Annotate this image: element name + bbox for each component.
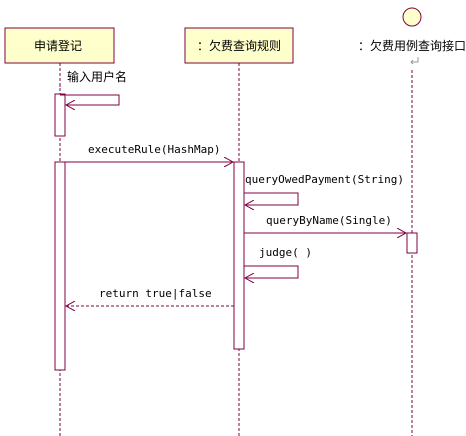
message-label-judge: judge( ): [259, 246, 312, 259]
lifeline-box-apply[interactable]: [4, 27, 115, 64]
activation-apply-2: [54, 161, 66, 371]
message-label-input-username: 输入用户名: [67, 69, 127, 84]
message-label-query-owed-payment: queryOwedPayment(String): [245, 173, 404, 186]
activation-iface: [406, 232, 418, 254]
interface-circle-icon[interactable]: [402, 7, 422, 27]
activation-rule: [233, 161, 245, 350]
lifeline-label-iface: ：欠费用例查询接口: [358, 38, 466, 53]
message-label-query-by-name: queryByName(Single): [266, 214, 392, 227]
message-label-execute-rule: executeRule(HashMap): [88, 143, 220, 156]
lifeline-label-apply: 申请登记: [34, 38, 82, 53]
message-arrow-input-username[interactable]: [60, 85, 120, 105]
lifeline-label-rule: ：欠费查询规则: [197, 38, 281, 53]
lifeline-box-rule[interactable]: [184, 27, 294, 64]
message-arrow-query-owed-payment[interactable]: [244, 192, 299, 205]
message-arrow-judge[interactable]: [244, 265, 299, 278]
message-label-return-result: return true|false: [99, 287, 212, 300]
enter-arrow-icon: [410, 57, 419, 65]
activation-apply-1: [54, 93, 66, 137]
